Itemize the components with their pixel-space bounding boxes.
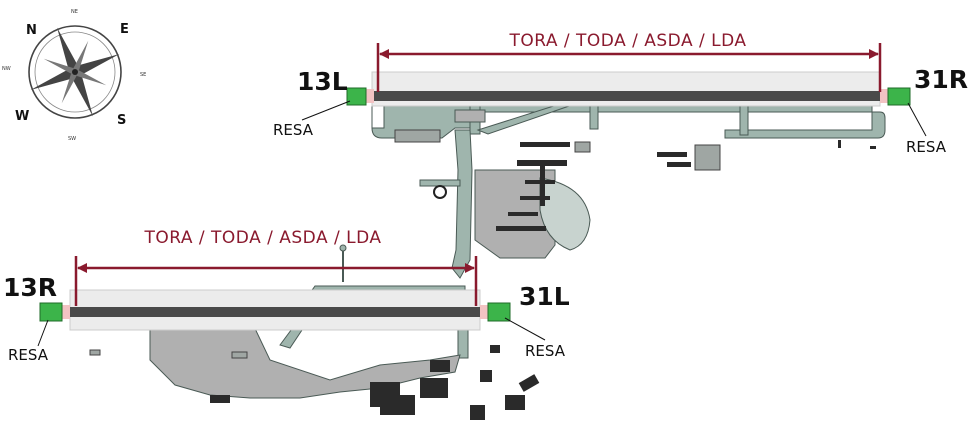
compass-rose (28, 25, 122, 119)
compass-e-label: E (120, 22, 129, 37)
resa-areas (39, 87, 911, 322)
resa-31r (887, 87, 911, 106)
compass-nw-label: NW (2, 66, 11, 72)
resa-13l-label: RESA (273, 121, 314, 139)
runway-13l-label: 13L (297, 67, 348, 96)
resa-13l (346, 87, 367, 106)
runway-31r-label: 31R (914, 65, 968, 94)
north-distance-line (376, 43, 882, 92)
compass-s-label: S (117, 113, 126, 128)
compass-w-label: W (15, 109, 29, 124)
north-runway (368, 91, 886, 101)
runway-13r-label: 13R (3, 273, 57, 302)
resa-31l (487, 302, 511, 322)
compass-n-label: N (26, 23, 37, 38)
compass-ne-label: NE (71, 9, 78, 15)
south-distance-label: TORA / TODA / ASDA / LDA (143, 228, 381, 248)
taxiway-network (69, 98, 886, 399)
resa-13r-label: RESA (8, 346, 49, 364)
south-distance-line (74, 256, 478, 306)
resa-13r (39, 302, 63, 322)
compass-sw-label: SW (68, 136, 76, 142)
resa-31l-label: RESA (525, 342, 566, 360)
south-runway (60, 307, 490, 317)
north-distance-label: TORA / TODA / ASDA / LDA (508, 31, 746, 51)
resa-31r-label: RESA (906, 138, 947, 156)
runway-31l-label: 31L (519, 282, 570, 311)
buildings (89, 129, 876, 420)
compass-se-label: SE (140, 72, 146, 78)
